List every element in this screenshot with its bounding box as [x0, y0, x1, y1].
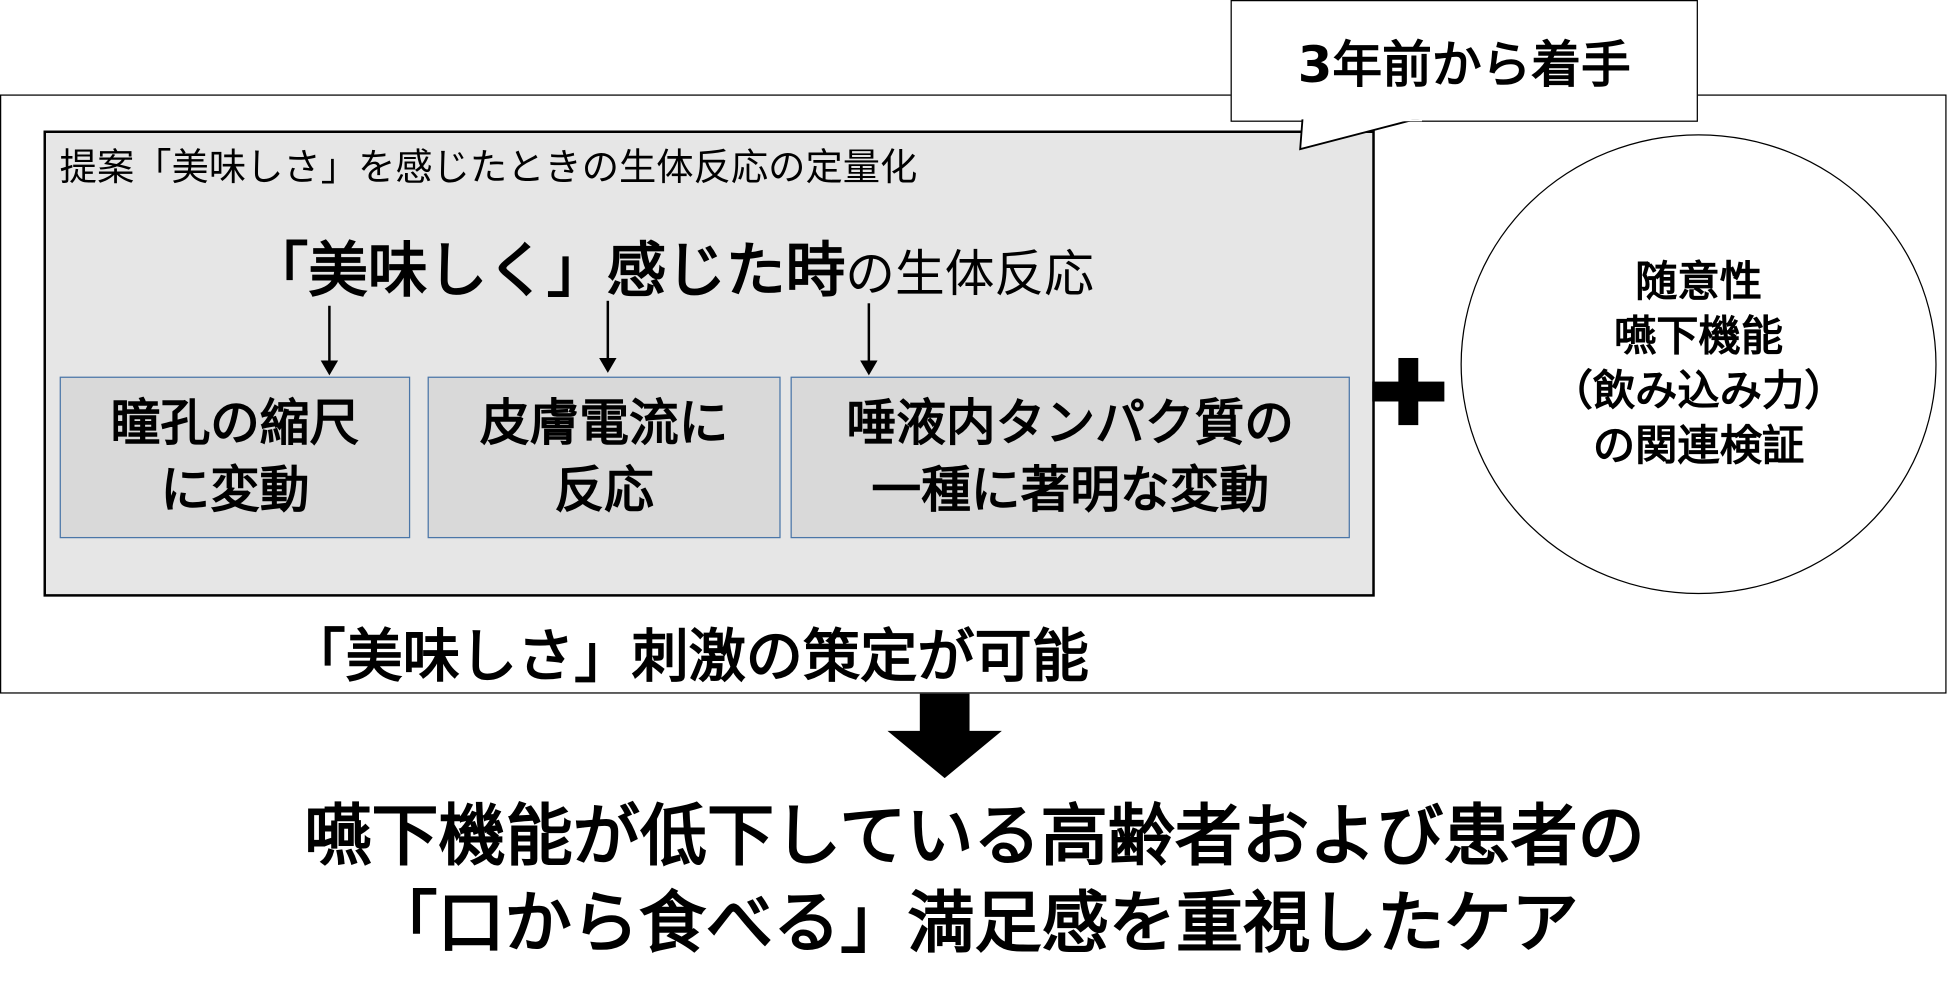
result-line-1: 嚥下機能が低下している高齢者および患者の [304, 796, 1645, 876]
reaction-box-saliva: 唾液内タンパク質の 一種に著明な変動 [790, 376, 1350, 539]
callout-text: 3年前から着手 [1297, 37, 1631, 95]
arrow-down-icon [320, 305, 339, 376]
reaction-line: に変動 [160, 462, 310, 520]
reaction-line: 一種に著明な変動 [871, 462, 1270, 520]
big-arrow-down-icon [887, 693, 1002, 779]
heading-bold: 「美味しく」感じた時 [248, 236, 846, 306]
proposal-title: 提案「美味しさ」を感じたときの生体反応の定量化 [59, 146, 918, 191]
circle-line: （飲み込み力） [1550, 366, 1847, 417]
reaction-box-pupil: 瞳孔の縮尺 に変動 [59, 376, 411, 539]
circle-line: の関連検証 [1592, 421, 1805, 472]
response-heading: 「美味しく」感じた時の生体反応 [249, 221, 1094, 308]
plus-icon [1372, 357, 1445, 426]
outer-frame [0, 94, 1947, 694]
circle-line: 嚥下機能 [1614, 311, 1784, 362]
circle-line: 随意性 [1635, 257, 1762, 308]
reaction-line: 瞳孔の縮尺 [110, 395, 360, 453]
conclusion-text: 「美味しさ」刺激の策定が可能 [288, 622, 1089, 690]
callout-tail [1299, 119, 1422, 151]
reaction-line: 反応 [554, 462, 654, 520]
reaction-box-skin: 皮膚電流に 反応 [427, 376, 781, 539]
result-line-2: 「口から食べる」満足感を重視したケア [370, 883, 1579, 963]
arrow-down-icon [599, 300, 617, 373]
arrow-down-icon [860, 303, 878, 376]
swallow-circle: 随意性 嚥下機能 （飲み込み力） の関連検証 [1460, 134, 1937, 595]
reaction-line: 皮膚電流に [479, 395, 729, 453]
reaction-line: 唾液内タンパク質の [846, 395, 1294, 453]
start-callout: 3年前から着手 [1230, 0, 1698, 122]
heading-normal: の生体反応 [845, 246, 1094, 304]
